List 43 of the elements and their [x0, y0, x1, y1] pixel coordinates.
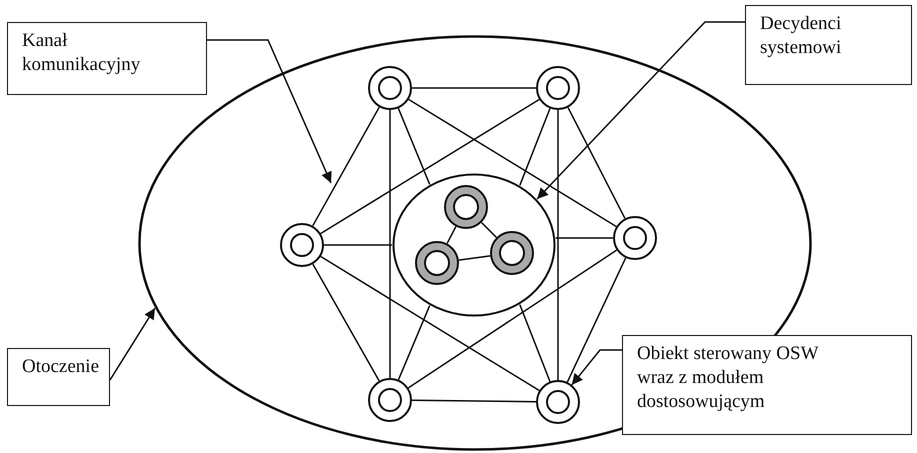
connection-line	[519, 304, 551, 382]
connection-line	[458, 255, 490, 261]
ring-node	[280, 223, 324, 267]
connection-line	[412, 400, 536, 402]
callout-box	[7, 22, 207, 95]
callout-text: Decydenci systemowi	[760, 12, 842, 60]
connection-line	[567, 107, 626, 219]
decision-makers-ellipse	[392, 173, 556, 317]
shaded-ring-node	[415, 241, 459, 285]
connection-line	[556, 237, 613, 239]
ring-node	[536, 380, 580, 424]
callout-text: Otoczenie	[22, 355, 100, 379]
connection-line	[481, 222, 497, 238]
leader-arrow	[536, 21, 745, 200]
shaded-ring-node	[444, 185, 488, 229]
shaded-ring-node	[490, 231, 534, 275]
connection-line	[324, 244, 392, 246]
connection-line	[312, 106, 380, 226]
callout-box	[7, 348, 110, 406]
connection-line	[519, 108, 551, 186]
callout-text: Obiekt sterowany OSW wraz z modułem dostosowującym	[637, 342, 820, 414]
connection-line	[389, 110, 391, 378]
connection-line	[412, 87, 536, 89]
connection-line	[408, 98, 617, 228]
connection-line	[446, 226, 457, 244]
connection-line	[312, 264, 380, 382]
ring-node	[613, 216, 657, 260]
ring-node	[368, 378, 412, 422]
leader-arrow	[571, 349, 622, 386]
connection-line	[320, 256, 540, 392]
connection-line	[320, 98, 540, 234]
connection-line	[408, 250, 618, 388]
connection-line	[557, 110, 559, 380]
ring-node	[368, 66, 412, 110]
callout-text: Kanał komunikacyjny	[22, 29, 142, 77]
callout-box	[622, 335, 912, 435]
connection-line	[566, 258, 626, 382]
leader-arrow	[109, 308, 156, 380]
connection-line	[398, 305, 430, 380]
ring-node	[536, 66, 580, 110]
callout-box	[745, 5, 912, 85]
leader-arrow	[207, 39, 332, 184]
connection-line	[398, 108, 430, 185]
